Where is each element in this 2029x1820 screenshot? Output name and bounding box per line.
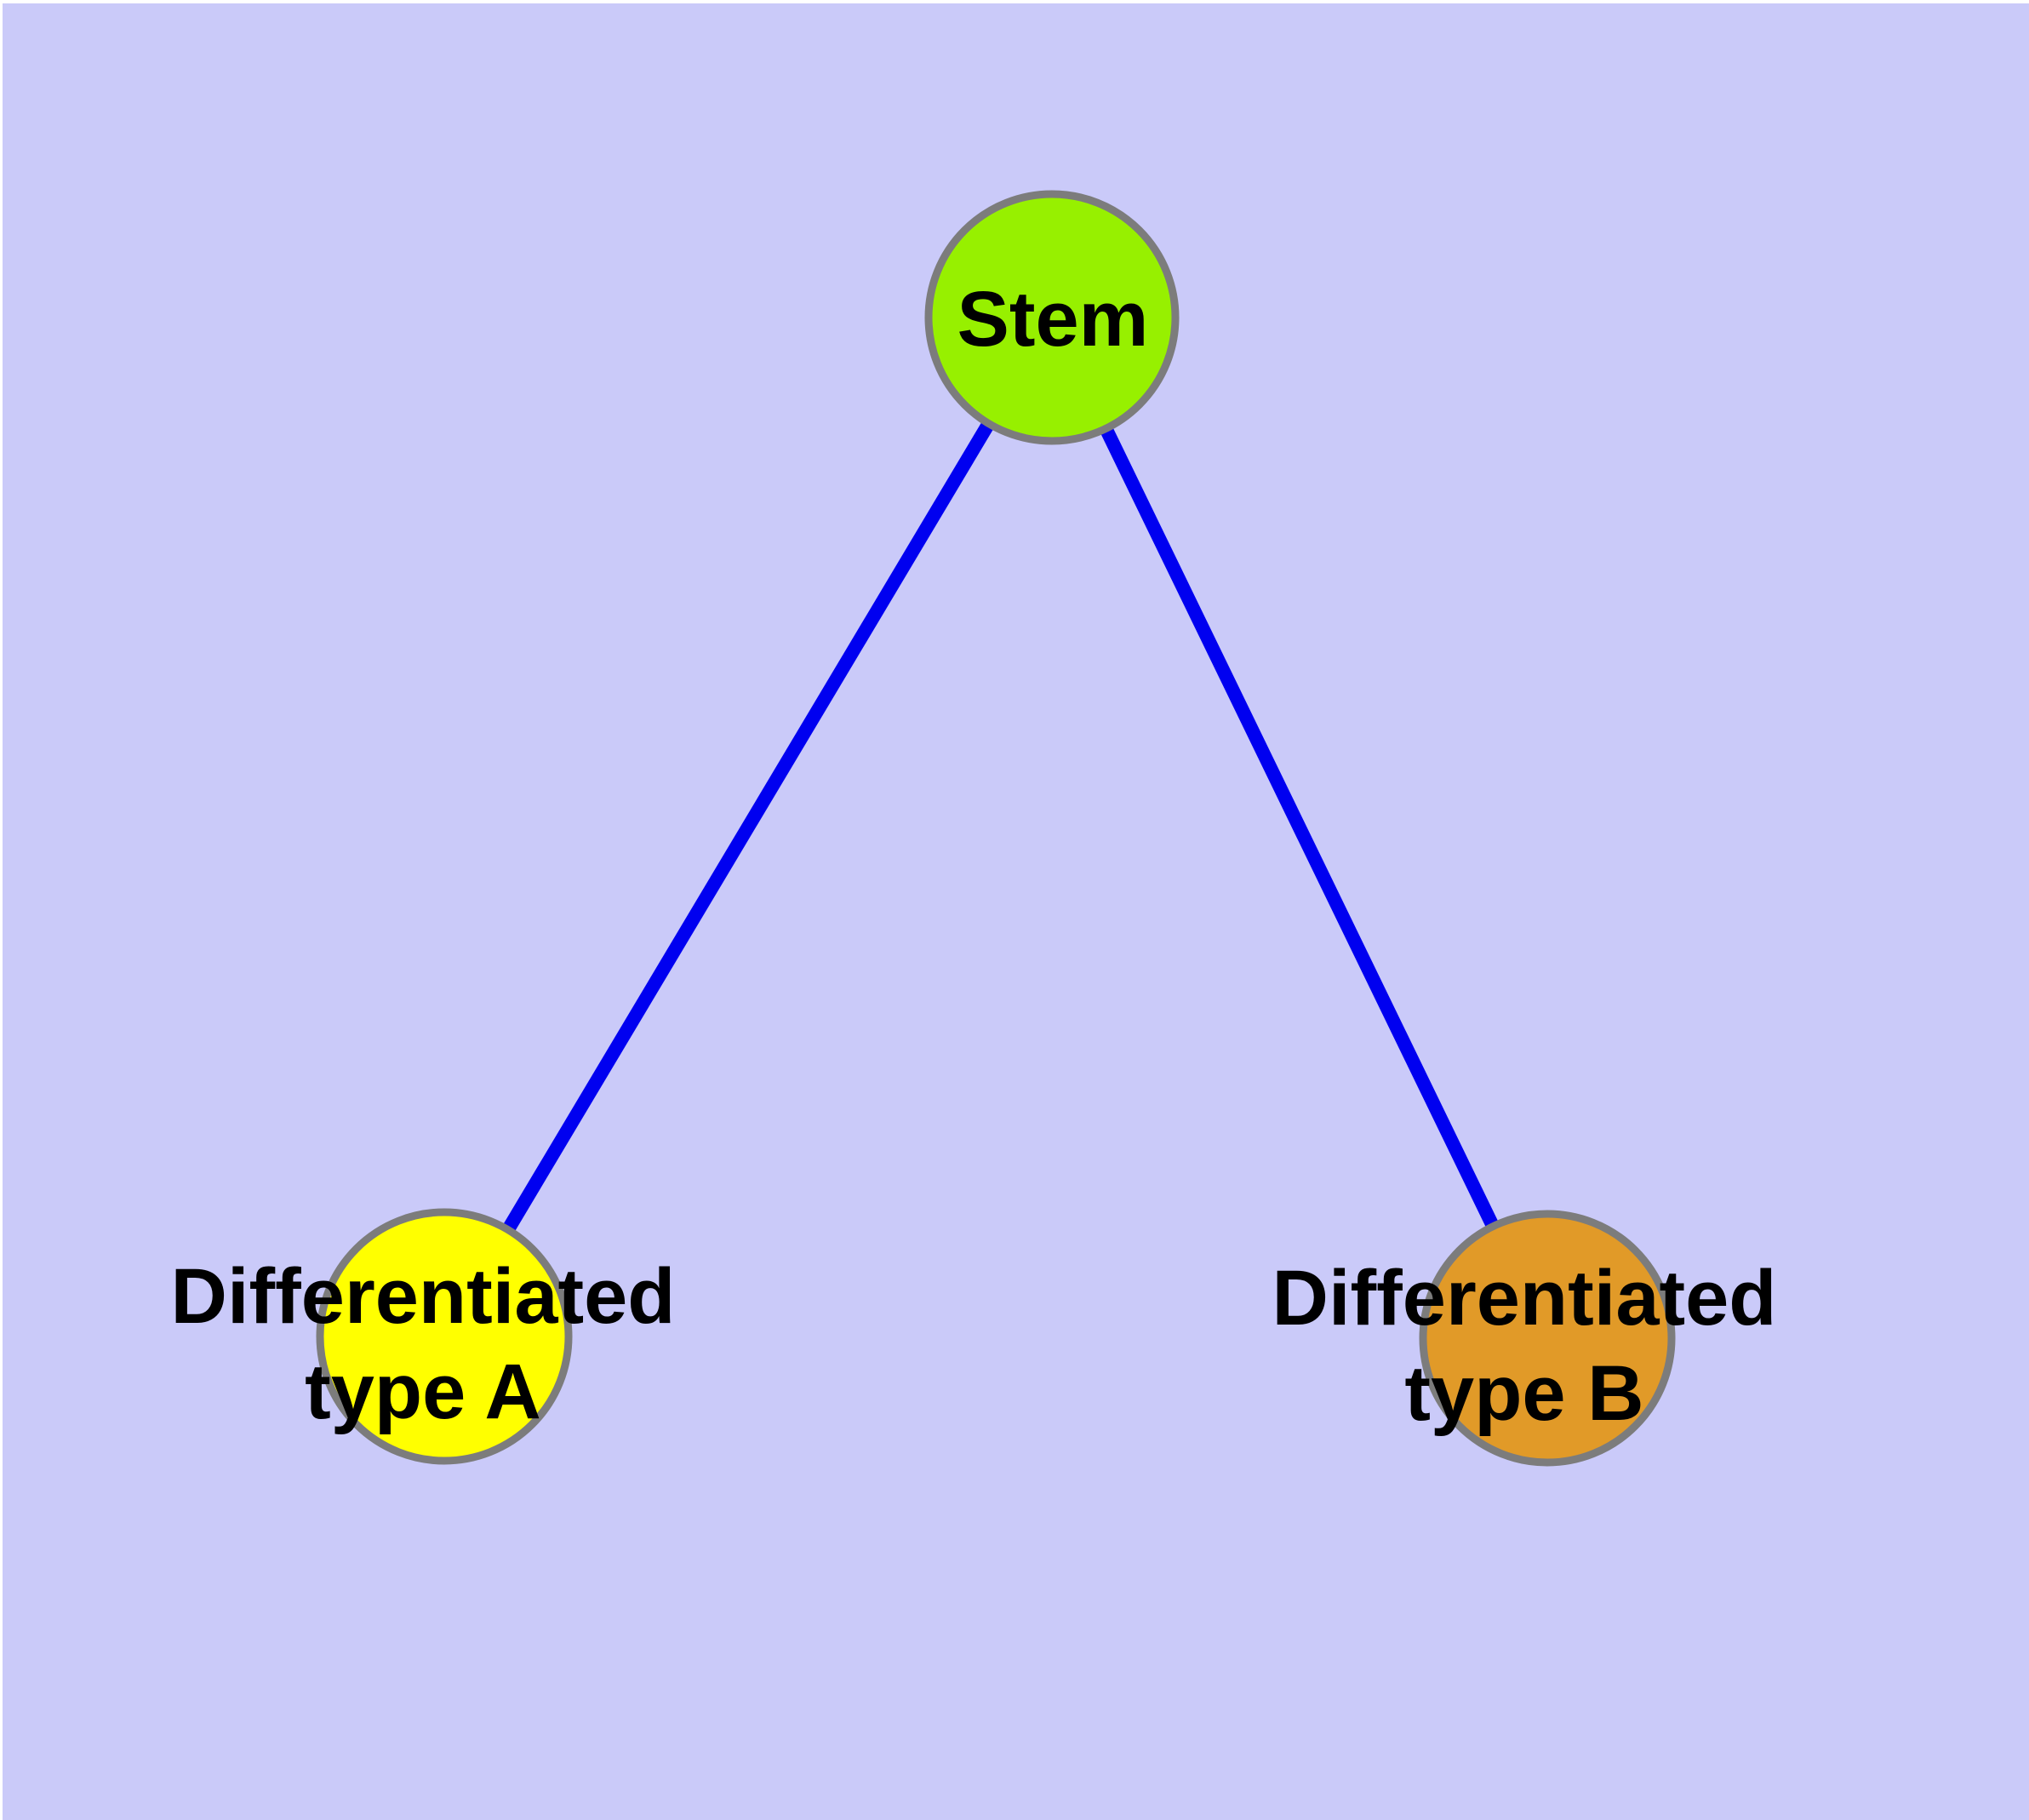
node-stem xyxy=(924,190,1180,445)
node-type-a-label-line-1: Differentiated xyxy=(171,1253,676,1340)
node-stem-label: Stem xyxy=(957,276,1149,363)
edge-stem-to-type-a xyxy=(438,313,1058,1341)
node-type-a xyxy=(316,1208,573,1465)
node-type-b-label-line-2: type B xyxy=(1404,1350,1643,1437)
node-type-b-label-line-1: Differentiated xyxy=(1272,1255,1777,1342)
node-type-b xyxy=(1419,1210,1676,1467)
node-type-a-label-line-2: type A xyxy=(305,1348,541,1435)
edge-stem-to-type-b xyxy=(1045,314,1554,1342)
